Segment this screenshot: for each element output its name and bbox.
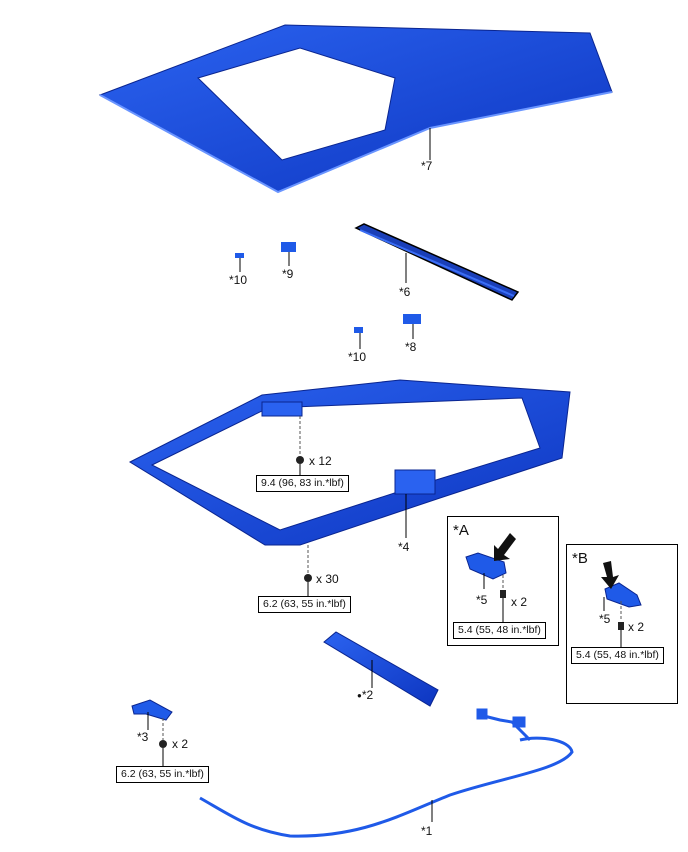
nut-icon [304,574,312,582]
label-bracket-3: *3 [137,730,149,744]
qty-frame-nuts: x 30 [316,572,339,586]
bracket-3 [131,699,173,721]
label-stopper-9: *9 [282,267,294,281]
label-drain: ●*2 [357,689,373,701]
bolt-icon [500,590,506,598]
label-harness: *1 [421,824,433,838]
drain-marker: ● [357,690,362,700]
label-stopper-10b: *10 [348,350,367,364]
label-frame: *4 [398,540,410,554]
wire-harness [199,708,574,838]
arrow-icon [494,533,516,561]
inset-b: *B *5 x 2 5.4 (55, 48 in.*lbf) [566,544,678,704]
inset-a-qty: x 2 [511,595,528,609]
qty-frame-bolts: x 12 [309,454,332,468]
label-roof-panel: *7 [421,159,433,173]
inset-a-torque: 5.4 (55, 48 in.*lbf) [453,622,546,639]
nut-icon [159,740,167,748]
bolt-icon [296,456,304,464]
stopper-10b [354,327,363,333]
sunroof-frame [128,379,571,546]
shade-roller [354,223,520,301]
roof-panel [98,24,613,194]
qty-bracket3: x 2 [172,737,189,751]
inset-a: *A *5 x 2 5.4 (55, 48 in.*lbf) [447,516,559,646]
bracket-8 [403,314,421,324]
inset-b-torque: 5.4 (55, 48 in.*lbf) [571,647,664,664]
bolt-icon [618,622,624,630]
drain-trough [323,631,439,707]
stopper-9 [281,242,296,252]
inset-b-qty: x 2 [628,620,645,634]
inset-a-title: *A [453,522,469,539]
torque-frame-bolts: 9.4 (96, 83 in.*lbf) [256,475,349,492]
torque-bracket3: 6.2 (63, 55 in.*lbf) [116,766,209,783]
inset-a-part: *5 [476,593,488,607]
motor-b [604,582,642,608]
label-drain-text: *2 [361,688,374,702]
inset-b-part: *5 [599,612,611,626]
label-stopper-10a: *10 [229,273,248,287]
label-bracket-8: *8 [405,340,417,354]
stopper-10a [235,253,244,258]
torque-frame-nuts: 6.2 (63, 55 in.*lbf) [258,596,351,613]
label-shade-roller: *6 [399,285,411,299]
inset-b-title: *B [572,550,588,567]
arrow-icon [601,561,619,589]
